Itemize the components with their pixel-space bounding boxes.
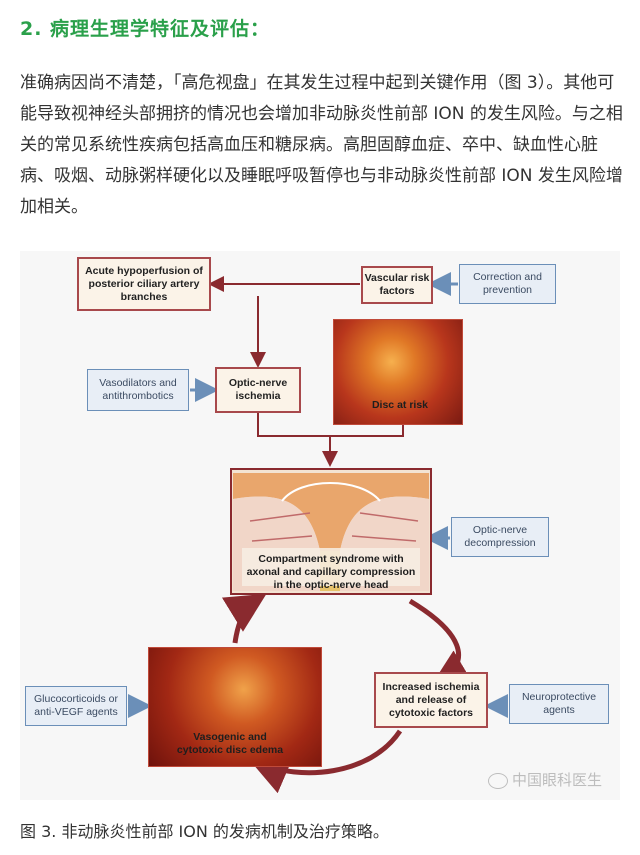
compartment-syndrome-label: Compartment syndrome with axonal and cap… (246, 553, 416, 591)
body-paragraph: 准确病因尚不清楚，「高危视盘」在其发生过程中起到关键作用（图 3）。其他可能导致… (20, 73, 623, 217)
glucocorticoids-box: Glucocorticoids or anti-VEGF agents (25, 686, 127, 726)
acute-hypoperfusion-box: Acute hypoperfusion of posterior ciliary… (77, 257, 211, 311)
disc-at-risk-image (333, 319, 463, 425)
wechat-icon (487, 772, 508, 789)
disc-at-risk-label: Disc at risk (371, 399, 429, 411)
neuroprotective-box: Neuroprotective agents (509, 684, 609, 724)
vasodilators-box: Vasodilators and antithrombotics (87, 369, 189, 411)
vasogenic-edema-label: Vasogenic and cytotoxic disc edema (176, 731, 284, 756)
watermark-text: 中国眼科医生 (511, 771, 602, 789)
figure-caption: 图 3. 非动脉炎性前部 ION 的发病机制及治疗策略。 (20, 822, 389, 841)
section-heading: 2. 病理生理学特征及评估： (20, 18, 271, 40)
optic-ischemia-box: Optic-nerve ischemia (215, 367, 301, 413)
arrow-cycle-right (408, 598, 475, 689)
diagram-arrows (128, 272, 508, 794)
correction-box: Correction and prevention (459, 264, 556, 304)
arrow-cycle-left (221, 593, 267, 644)
watermark: 中国眼科医生 (487, 769, 602, 790)
optic-nerve-head-illustration (230, 468, 432, 595)
optic-decompression-box: Optic-nerve decompression (451, 517, 549, 557)
vascular-risk-box: Vascular risk factors (361, 266, 433, 304)
vasogenic-edema-image (148, 647, 322, 767)
arrow-cycle-bottom (248, 729, 403, 794)
pathophysiology-figure: Acute hypoperfusion of posterior ciliary… (20, 251, 620, 800)
increased-ischemia-box: Increased ischemia and release of cytoto… (374, 672, 488, 728)
